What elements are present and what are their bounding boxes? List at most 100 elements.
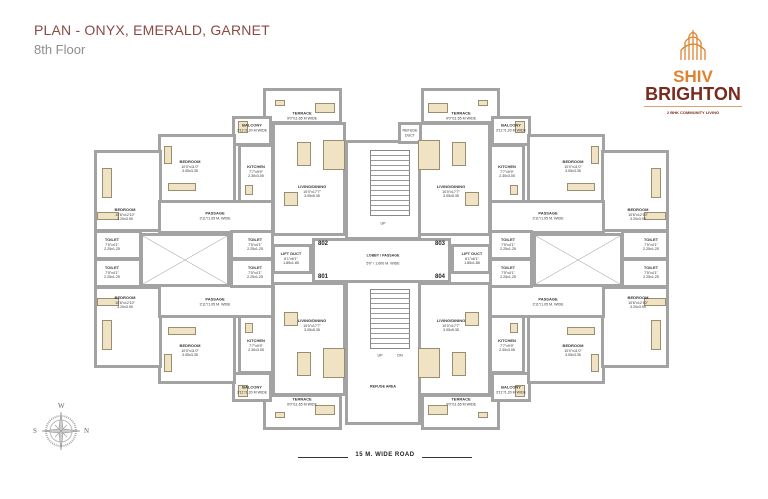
room-dimension: 7'7"x9'9" [249, 343, 263, 348]
room-name: TOILET [104, 237, 120, 243]
furniture-icon [452, 142, 466, 166]
room-dimension: 3.05x3.35 [565, 353, 581, 358]
furniture-icon [164, 146, 172, 164]
stairs-up-label: UP [377, 353, 383, 358]
room-dimension: 10'0"x11'0" [181, 164, 199, 169]
furniture-icon [567, 183, 595, 191]
room-dimension: 6'1"x6'1" [465, 256, 479, 261]
room-name: KITCHEN [247, 338, 265, 344]
furniture-icon [515, 385, 525, 397]
lobby-passage [312, 238, 451, 283]
room-dimension: 3.05x5.35 [443, 328, 459, 333]
logo-tagline: 2 BHK COMMUNITY LIVING [666, 110, 720, 115]
room-name: BEDROOM [562, 343, 584, 349]
furniture-icon [591, 354, 599, 372]
stairs-up-label: UP [380, 221, 386, 226]
room-living-dining [417, 282, 491, 396]
room-dimension: 3.05x5.35 [304, 328, 320, 333]
unit-number: 801 [317, 274, 329, 280]
lift-shaft [533, 233, 623, 287]
furniture-icon [297, 352, 311, 376]
room-name: PASSAGE [538, 296, 558, 302]
road-label: 15 M. WIDE ROAD [355, 452, 415, 458]
room-dimension: 3'11"/1.05 M. WIDE [199, 216, 231, 220]
room-dimension: 9'0"/11.65 M WIDE [286, 402, 318, 406]
logo-brighton: BRIGHTON [645, 84, 741, 104]
room-dimension: 2.25x1.25 [500, 275, 516, 280]
room-name: LIVING/DINING [436, 184, 466, 190]
room-name: TOILET [500, 237, 516, 243]
furniture-icon [97, 298, 119, 306]
furniture-icon [418, 140, 440, 170]
room-dimension: 3.20x3.90 [630, 217, 646, 222]
room-dimension: 7'5"x4'1" [501, 270, 515, 275]
furniture-icon [428, 405, 448, 415]
lift-cross-icon [535, 235, 621, 285]
compass-n: N [84, 427, 90, 435]
room-name: LIVING/DINING [436, 318, 466, 324]
room-dimension: 3'11"/1.05 M. WIDE [532, 302, 564, 306]
furniture-icon [428, 103, 448, 113]
furniture-icon [651, 168, 661, 198]
room-dimension: 3.05x5.35 [304, 194, 320, 199]
room-dimension: 3'11"/1.20 M WIDE [495, 390, 527, 394]
room-dimension: 3.20x3.90 [630, 305, 646, 310]
furniture-icon [323, 348, 345, 378]
room-dimension: 2.25x1.25 [247, 247, 263, 252]
furniture-icon [418, 348, 440, 378]
room-name: TOILET [500, 265, 516, 271]
furniture-icon [465, 192, 479, 206]
room-name: TOILET [643, 265, 659, 271]
room-name: BEDROOM [562, 159, 584, 165]
room-name: BEDROOM [627, 207, 649, 213]
furniture-icon [284, 192, 298, 206]
room-dimension: 2.25x1.25 [104, 275, 120, 280]
room-name: TERRACE [451, 110, 471, 116]
furniture-icon [245, 323, 253, 333]
room-name: BEDROOM [179, 343, 201, 349]
refuge-duct [398, 122, 422, 144]
room-name: BALCONY [242, 384, 262, 390]
lobby-dimension: 5'0" / 1.600 M. WIDE [366, 261, 400, 266]
room-name: LIFT DUCT [461, 251, 483, 257]
room-name: BALCONY [501, 122, 521, 128]
room-dimension: 9'0"/11.65 M WIDE [445, 116, 477, 120]
stairs-icon [370, 289, 410, 349]
furniture-icon [102, 320, 112, 350]
compass-rose: W S N [30, 402, 92, 458]
logo-divider [644, 106, 742, 107]
room-name: LIVING/DINING [297, 184, 327, 190]
room-dimension: 2.25x1.25 [104, 247, 120, 252]
refuge-duct-label: REFUGE DUCT [402, 128, 418, 137]
room-dimension: 1.85x1.85 [464, 261, 480, 266]
room-name: TOILET [247, 265, 263, 271]
furniture-icon [515, 121, 525, 133]
furniture-icon [168, 327, 196, 335]
room-name: KITCHEN [247, 164, 265, 170]
room-dimension: 10'0"x11'0" [564, 348, 582, 353]
furniture-icon [275, 100, 285, 106]
room-dimension: 7'5"x4'1" [105, 242, 119, 247]
room-name: KITCHEN [498, 164, 516, 170]
